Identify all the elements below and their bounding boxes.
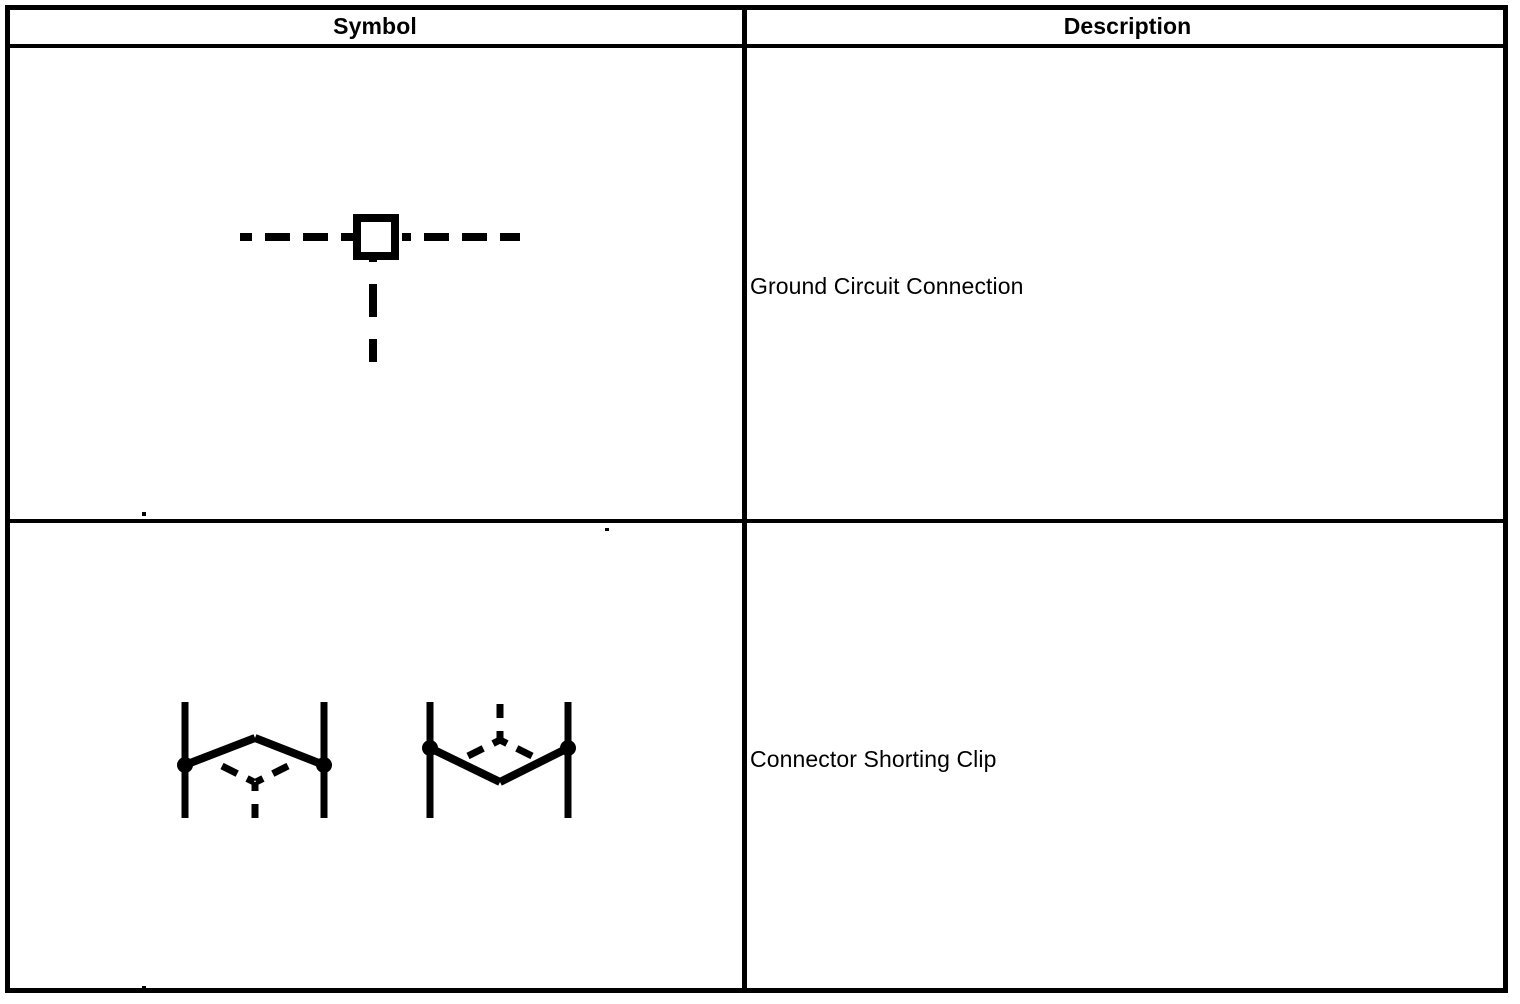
connector-shorting-clip-symbol (177, 698, 576, 820)
hollow-square-terminal (353, 214, 399, 260)
ground-circuit-connection-symbol (240, 214, 520, 362)
scan-artifact (142, 986, 146, 990)
scan-artifact (605, 528, 609, 531)
table-outer-border (5, 5, 1508, 993)
scan-artifact (142, 512, 146, 516)
dashed-clip-arm-right (254, 762, 290, 786)
terminal-dot-left (177, 757, 193, 773)
contact-arm-left (183, 734, 257, 769)
dashed-clip-arm-left (220, 762, 256, 786)
column-header-symbol: Symbol (333, 12, 417, 39)
dashed-clip-arm-left (466, 736, 502, 760)
header-bottom-rule (5, 44, 1508, 48)
dashed-clip-arm-right (498, 736, 534, 760)
terminal-dot-left (422, 740, 438, 756)
description-ground-circuit-connection: Ground Circuit Connection (750, 273, 1024, 299)
shorting-clip-variant-up (177, 702, 332, 820)
contact-arm-left (428, 744, 502, 786)
description-connector-shorting-clip: Connector Shorting Clip (750, 746, 997, 772)
contact-arm-right (253, 734, 326, 769)
column-header-description: Description (1063, 12, 1192, 39)
column-divider (742, 5, 747, 993)
row-divider (5, 519, 1508, 523)
terminal-dot-right (316, 757, 332, 773)
contact-arm-right (498, 744, 570, 786)
shorting-clip-variant-down (422, 698, 576, 818)
terminal-dot-right (560, 740, 576, 756)
